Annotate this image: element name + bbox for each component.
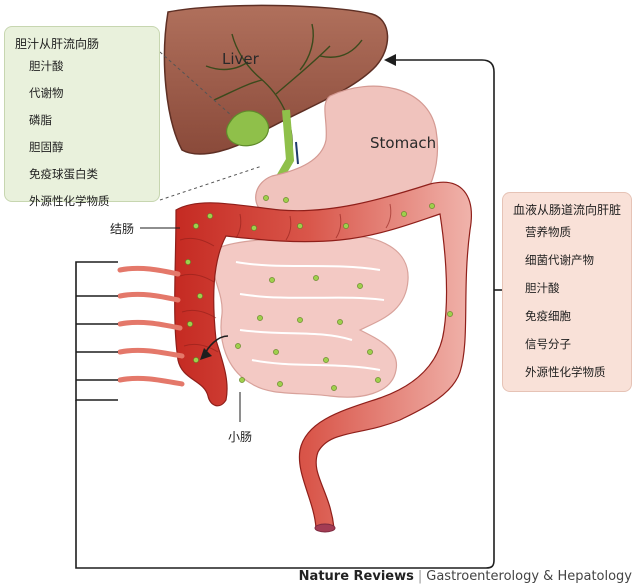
blood-flow-item: 胆汁酸 xyxy=(525,281,560,295)
blood-flow-item: 免疫细胞 xyxy=(525,309,571,323)
rectum-opening xyxy=(314,523,336,533)
blood-flow-title: 血液从肠道流向肝脏 xyxy=(513,203,622,217)
credit-separator: | xyxy=(417,569,423,584)
colon xyxy=(174,181,472,529)
colon-haustra xyxy=(179,203,392,353)
vessel-connector-lines xyxy=(75,59,495,569)
liver-label: Liver xyxy=(222,50,259,68)
blood-flow-item: 信号分子 xyxy=(525,337,571,351)
bile-flow-title: 胆汁从肝流向肠 xyxy=(15,37,100,51)
journal-credit: Nature Reviews|Gastroenterology & Hepato… xyxy=(299,569,632,584)
colon-flow-arrowhead xyxy=(200,348,212,360)
small-intestine xyxy=(211,235,409,398)
bile-flow-item: 胆汁酸 xyxy=(29,59,64,73)
small-intestine-folds xyxy=(235,261,385,371)
portal-blood-vessels xyxy=(117,265,185,387)
bile-flow-item: 免疫球蛋白类 xyxy=(29,167,98,181)
bile-flow-item: 磷脂 xyxy=(29,113,52,127)
journal-name: Gastroenterology & Hepatology xyxy=(426,569,632,584)
journal-brand: Nature Reviews xyxy=(298,569,414,584)
bile-flow-item: 外源性化学物质 xyxy=(29,194,110,208)
blood-flow-item: 营养物质 xyxy=(525,225,571,239)
colon-label: 结肠 xyxy=(110,222,135,236)
blood-flow-item: 外源性化学物质 xyxy=(525,365,606,379)
bile-flow-item: 代谢物 xyxy=(29,86,64,100)
blood-flow-item: 细菌代谢产物 xyxy=(525,253,594,267)
bile-flow-box: 胆汁从肝流向肠 胆汁酸 代谢物 磷脂 胆固醇 免疫球蛋白类 外源性化学物质 xyxy=(4,26,160,208)
dashed-callout-lines xyxy=(159,51,263,201)
return-to-liver-arrowhead xyxy=(384,54,396,66)
small-intestine-label: 小肠 xyxy=(228,430,253,444)
metabolite-dots xyxy=(185,195,453,391)
bile-flow-arrow xyxy=(295,141,299,165)
stomach-label: Stomach xyxy=(370,134,437,152)
blood-flow-box: 血液从肠道流向肝脏 营养物质 细菌代谢产物 胆汁酸 免疫细胞 信号分子 外源性化… xyxy=(502,192,632,392)
gallbladder xyxy=(226,110,270,147)
bile-flow-item: 胆固醇 xyxy=(29,140,64,154)
